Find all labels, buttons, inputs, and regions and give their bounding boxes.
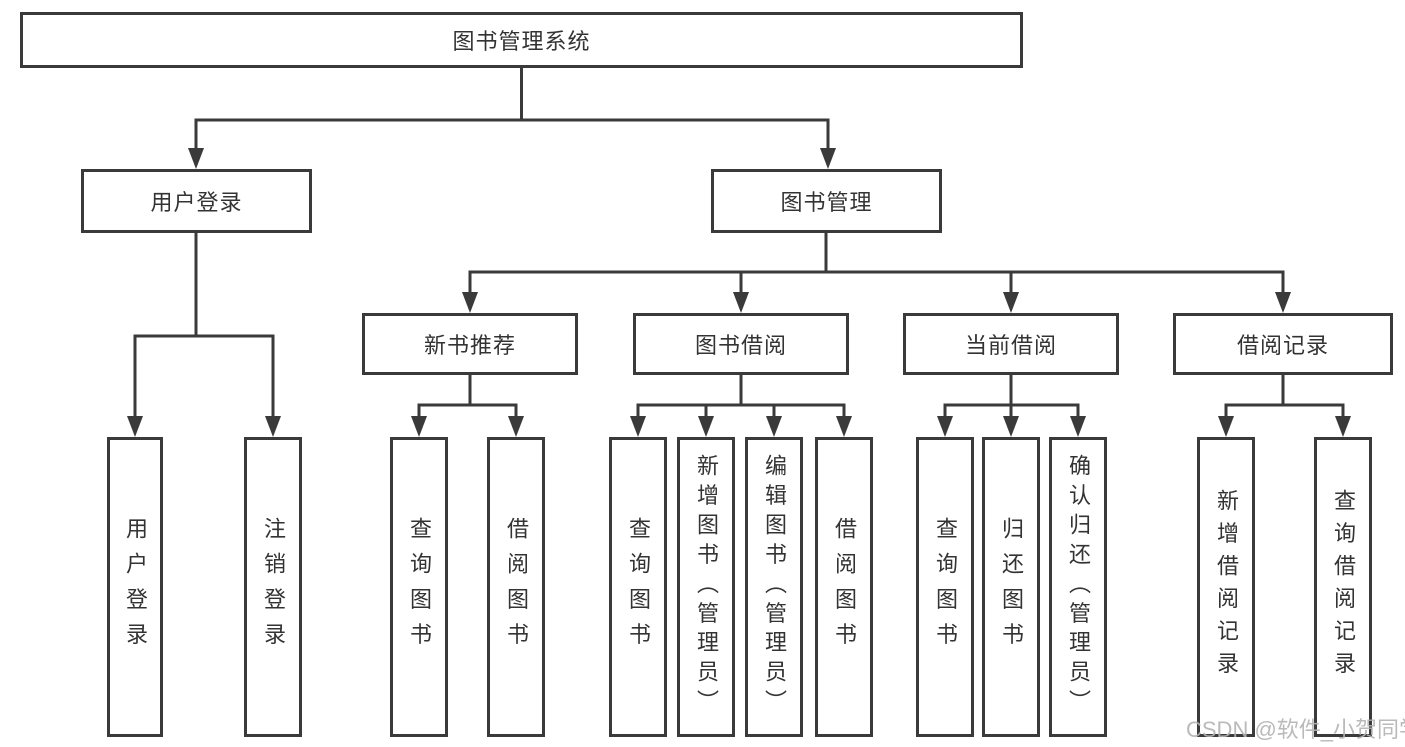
leaf-add-book-admin-label: 新增图书（管理员） (694, 454, 719, 720)
node-borrow-records-label: 借阅记录 (1236, 333, 1329, 358)
leaf-borrow-books: 借阅图书 (815, 437, 873, 737)
node-user-login: 用户登录 (81, 169, 312, 233)
node-new-book-recommendation: 新书推荐 (362, 313, 578, 375)
arrow-down-icon (411, 416, 427, 437)
leaf-query-books-recommend: 查询图书 (390, 437, 448, 737)
arrow-down-icon (188, 148, 204, 169)
leaf-return-book: 归还图书 (982, 437, 1040, 737)
node-new-book-recommendation-label: 新书推荐 (423, 333, 516, 358)
arrow-down-icon (1218, 416, 1234, 437)
leaf-edit-book-admin-label: 编辑图书（管理员） (762, 454, 787, 720)
node-book-borrowing-label: 图书借阅 (694, 333, 787, 358)
connector-root-bar (194, 118, 830, 149)
arrow-down-icon (836, 416, 852, 437)
arrow-down-icon (508, 416, 524, 437)
leaf-borrow-books-label: 借阅图书 (832, 516, 857, 658)
leaf-query-books-borrowing: 查询图书 (609, 437, 667, 737)
leaf-logout-label: 注销登录 (261, 516, 286, 658)
arrow-down-icon (698, 416, 714, 437)
leaf-confirm-return-admin-label: 确认归还（管理员） (1066, 454, 1091, 720)
arrow-down-icon (1003, 416, 1019, 437)
arrow-down-icon (630, 416, 646, 437)
leaf-borrow-books-recommend: 借阅图书 (487, 437, 545, 737)
arrow-down-icon (820, 148, 836, 169)
leaf-borrow-books-recommend-label: 借阅图书 (504, 516, 529, 658)
node-book-management: 图书管理 (711, 169, 942, 233)
arrow-down-icon (1335, 416, 1351, 437)
arrow-down-icon (1070, 416, 1086, 437)
connector-borrowing-bar (636, 403, 846, 417)
arrow-down-icon (733, 292, 749, 313)
arrow-down-icon (127, 416, 143, 437)
node-user-login-label: 用户登录 (150, 190, 243, 215)
node-library-system: 图书管理系统 (20, 12, 1023, 68)
node-library-system-label: 图书管理系统 (452, 29, 591, 54)
node-current-borrowing: 当前借阅 (903, 313, 1119, 375)
arrow-down-icon (1275, 292, 1291, 313)
node-current-borrowing-label: 当前借阅 (964, 333, 1057, 358)
leaf-add-borrow-record: 新增借阅记录 (1197, 437, 1255, 737)
arrow-down-icon (1003, 292, 1019, 313)
connector-user-bar (133, 334, 275, 417)
arrow-down-icon (937, 416, 953, 437)
leaf-query-books-current-label: 查询图书 (933, 516, 958, 658)
leaf-query-books-borrowing-label: 查询图书 (626, 516, 651, 658)
connector-book-bar (468, 270, 1285, 293)
leaf-return-book-label: 归还图书 (999, 516, 1024, 658)
connector-recommend-bar (417, 403, 518, 417)
leaf-add-borrow-record-label: 新增借阅记录 (1214, 489, 1239, 685)
leaf-query-borrow-record-label: 查询借阅记录 (1331, 489, 1356, 685)
arrow-down-icon (265, 416, 281, 437)
csdn-watermark: CSDN @软件_小贺同学 (1186, 717, 1405, 742)
leaf-add-book-admin: 新增图书（管理员） (677, 437, 735, 737)
leaf-logout: 注销登录 (244, 437, 302, 737)
node-book-management-label: 图书管理 (780, 190, 873, 215)
leaf-user-login: 用户登录 (107, 437, 163, 737)
leaf-query-books-recommend-label: 查询图书 (407, 516, 432, 658)
node-borrow-records: 借阅记录 (1173, 313, 1393, 375)
connector-paths (133, 68, 1345, 417)
leaf-query-borrow-record: 查询借阅记录 (1314, 437, 1372, 737)
leaf-user-login-label: 用户登录 (123, 516, 148, 658)
node-book-borrowing: 图书借阅 (633, 313, 849, 375)
arrowhead-icons (127, 148, 1351, 437)
leaf-query-books-current: 查询图书 (916, 437, 974, 737)
leaf-edit-book-admin: 编辑图书（管理员） (745, 437, 803, 737)
arrow-down-icon (766, 416, 782, 437)
connector-records-bar (1224, 403, 1345, 417)
leaf-confirm-return-admin: 确认归还（管理员） (1049, 437, 1107, 737)
arrow-down-icon (462, 292, 478, 313)
